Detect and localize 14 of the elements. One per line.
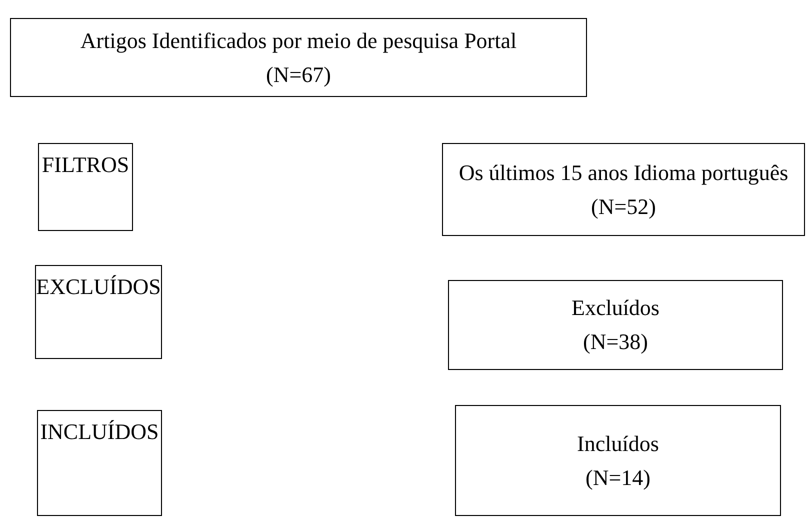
process-box <box>35 265 162 359</box>
process-box <box>455 405 781 516</box>
box-label: INCLUÍDOS <box>40 418 159 446</box>
process-box <box>442 143 805 236</box>
box-label: Incluídos (N=14) <box>576 430 660 492</box>
box-label: EXCLUÍDOS <box>36 273 161 301</box>
process-box <box>10 18 587 97</box>
box-label: Excluídos (N=38) <box>570 294 660 356</box>
box-label: Os últimos 15 anos Idioma português (N=52) <box>458 158 790 220</box>
process-box <box>38 143 133 231</box>
process-box <box>37 410 162 516</box>
box-label: FILTROS <box>42 151 130 179</box>
process-box <box>448 280 783 370</box>
box-label: Artigos Identificados por meio de pesquisa Portal (N=67) <box>79 26 518 88</box>
